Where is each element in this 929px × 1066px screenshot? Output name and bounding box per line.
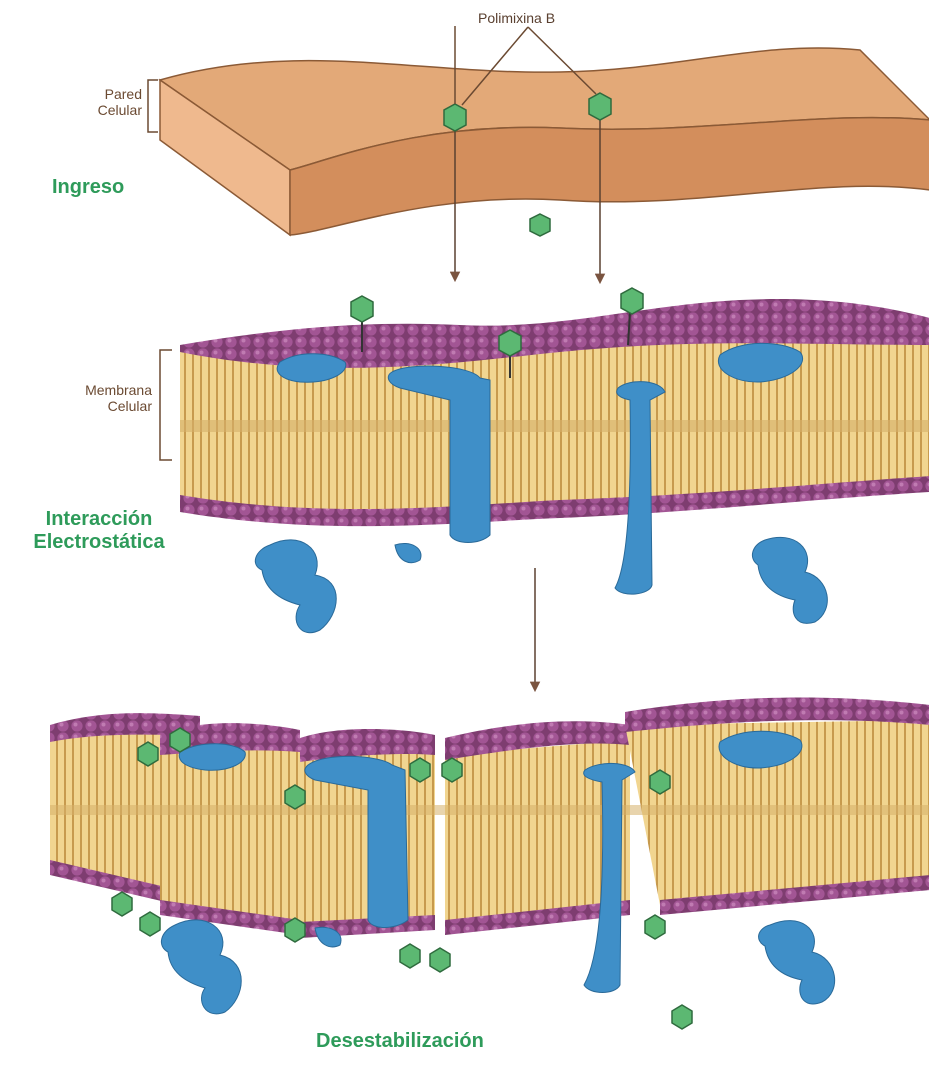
stage-electrostatic-line1: Interacción xyxy=(24,508,174,531)
cell-wall-label-line2: Celular xyxy=(60,102,142,118)
cell-wall-label: Pared Celular xyxy=(60,86,142,118)
cell-wall xyxy=(160,48,929,235)
membrane-label-line1: Membrana xyxy=(30,382,152,398)
membrane-bracket xyxy=(160,350,172,460)
stage-electrostatic-label: Interacción Electrostática xyxy=(24,508,174,554)
stage-destabilization-label: Desestabilización xyxy=(316,1030,484,1053)
membrane-label-line2: Celular xyxy=(30,398,152,414)
cell-membrane xyxy=(180,299,929,633)
membrane-label: Membrana Celular xyxy=(30,382,152,414)
stage-entry-label: Ingreso xyxy=(52,176,124,199)
wall-bracket xyxy=(148,80,158,132)
polymyxin-label: Polimixina B xyxy=(478,10,555,26)
cell-wall-label-line1: Pared xyxy=(60,86,142,102)
stage-electrostatic-line2: Electrostática xyxy=(24,531,174,554)
